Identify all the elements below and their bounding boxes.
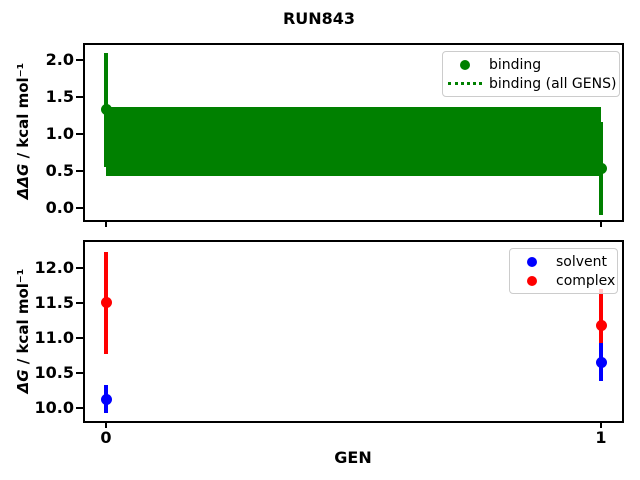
binding-point <box>100 104 112 116</box>
y-tick-mark <box>76 267 83 270</box>
legend-row: binding (all GENS) <box>443 74 619 93</box>
solvent-point <box>595 356 607 368</box>
complex-point <box>100 297 112 309</box>
legend-label: binding (all GENS) <box>489 75 617 92</box>
figure-title: RUN843 <box>282 9 356 28</box>
top-legend: binding binding (all GENS) <box>442 51 620 97</box>
legend-label: binding <box>489 56 542 73</box>
y-tick-mark <box>76 302 83 305</box>
binding (all GENS)-legend-line-icon <box>448 82 482 85</box>
x-tick-mark <box>105 222 107 227</box>
legend-label: complex <box>556 272 616 289</box>
y-tick-mark <box>76 133 83 136</box>
y-tick-label: 10.0 <box>34 398 74 418</box>
y-tick-label: 1.0 <box>45 124 74 144</box>
y-tick-label: 2.0 <box>45 50 74 69</box>
x-tick-mark <box>105 423 107 428</box>
y-tick-label: 1.5 <box>45 87 74 107</box>
uncertainty-band <box>106 106 601 176</box>
binding-legend-marker-icon <box>460 59 470 70</box>
x-tick-mark <box>600 222 602 227</box>
y-tick-label: 12.0 <box>34 258 74 278</box>
bottom-legend: solvent complex <box>509 248 618 294</box>
legend-row: complex <box>510 271 617 290</box>
legend-row: solvent <box>510 252 617 271</box>
complex-point <box>595 320 607 332</box>
legend-marker-column <box>447 59 483 70</box>
binding-point <box>595 162 607 174</box>
y-tick-mark <box>76 170 83 173</box>
complex-legend-marker-icon <box>527 275 537 286</box>
x-tick-label: 0 <box>100 428 112 447</box>
y-tick-label: 11.5 <box>34 293 74 313</box>
solvent-point <box>100 393 112 405</box>
bottom-y-axis-label-units: / kcal mol⁻¹ <box>14 268 32 370</box>
y-tick-mark <box>76 96 83 99</box>
y-tick-label: 10.5 <box>34 363 74 383</box>
bottom-axes: solvent complex 10.0 10.5 11.0 11.5 12.0 0 1 <box>35 240 624 447</box>
y-tick-mark <box>76 337 83 340</box>
y-tick-label: 0.5 <box>45 161 74 181</box>
top-axes: binding binding (all GENS) 0.0 0.5 1.0 1.5 2.… <box>46 43 624 227</box>
legend-label: solvent <box>556 253 608 270</box>
legend-marker-column <box>447 82 483 85</box>
top-y-axis-label-units: / kcal mol⁻¹ <box>14 62 32 164</box>
legend-marker-column <box>514 256 550 267</box>
x-tick-mark <box>600 423 602 428</box>
x-tick-label: 1 <box>595 428 607 447</box>
legend-row: binding <box>443 55 619 74</box>
solvent-legend-marker-icon <box>527 256 537 267</box>
y-tick-mark <box>76 372 83 375</box>
y-tick-mark <box>76 407 83 410</box>
y-tick-label: 0.0 <box>45 198 74 218</box>
y-tick-mark <box>76 207 83 210</box>
legend-marker-column <box>514 275 550 286</box>
y-tick-label: 11.0 <box>34 328 74 348</box>
x-axis-label: GEN <box>334 448 372 467</box>
y-tick-mark <box>76 59 83 61</box>
